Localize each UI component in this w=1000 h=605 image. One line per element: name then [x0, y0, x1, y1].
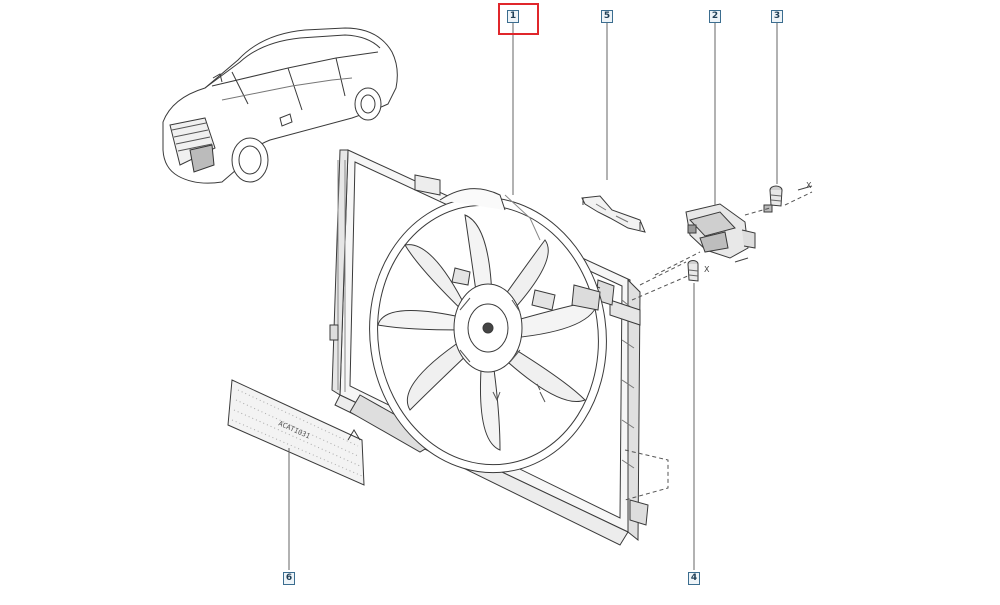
- callout-1[interactable]: 1: [507, 10, 519, 23]
- assembly-lines: [631, 191, 813, 301]
- callout-4[interactable]: 4: [688, 572, 700, 585]
- part-4-screw: [687, 260, 699, 282]
- part-5-bracket: [581, 195, 646, 233]
- part-2-resistor-module: [685, 203, 756, 259]
- callout-6[interactable]: 6: [283, 572, 295, 585]
- axis-marks: [734, 185, 813, 263]
- callout-3[interactable]: 3: [771, 10, 783, 23]
- axis-label-x2: X: [704, 265, 710, 274]
- callout-5[interactable]: 5: [601, 10, 613, 23]
- vehicle-thumbnail: [162, 27, 398, 184]
- fan-assembly: [369, 188, 607, 474]
- mounting-guide-dashed: [624, 449, 669, 501]
- leader-lines: [288, 22, 778, 570]
- callout-2[interactable]: 2: [709, 10, 721, 23]
- part-6-label-plate: [227, 379, 365, 486]
- part-3-screw: [763, 185, 783, 213]
- axis-label-x1: X: [806, 181, 812, 190]
